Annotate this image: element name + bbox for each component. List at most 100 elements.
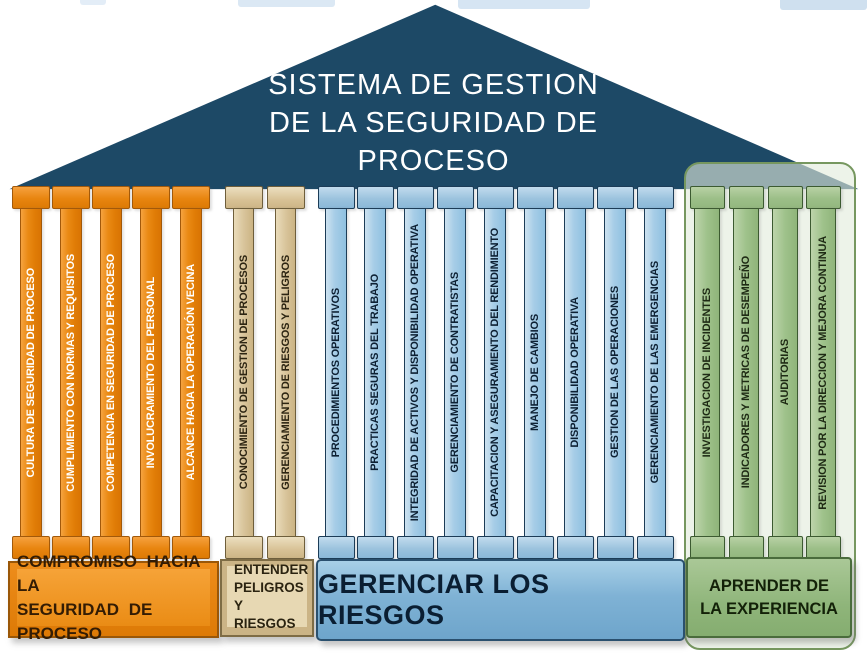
pillar-capital (318, 186, 355, 209)
pillar-label: REVISION POR LA DIRECCION Y MEJORA CONTI… (817, 235, 829, 510)
pillar: ALCANCE HACIA LA OPERACIÓN VECINA (172, 186, 210, 559)
title-line: SISTEMA DE GESTION (268, 69, 599, 101)
pillar-label: COMPETENCIA EN SEGURIDAD DE PROCESO (105, 253, 117, 492)
pillar-shaft: GERENCIAMIENTO DE RIESGOS Y PELIGROS (275, 208, 296, 537)
pillar-label: ALCANCE HACIA LA OPERACIÓN VECINA (185, 264, 197, 481)
pillar-label: GERENCIAMIENTO DE LAS EMERGENCIAS (649, 261, 661, 484)
screenshot-artifact (238, 0, 335, 7)
pillar: PROCEDIMIENTOS OPERATIVOS (318, 186, 355, 559)
pillar-plinth (806, 536, 841, 559)
screenshot-artifact (458, 0, 590, 9)
base-label-line: RIESGOS (234, 615, 296, 631)
pillar-capital (92, 186, 130, 209)
base-label-line: COMPROMISO HACIA LA (17, 551, 200, 595)
pillar: INVESTIGACION DE INCIDENTES (690, 186, 725, 559)
screenshot-artifact (80, 0, 106, 5)
pillar-capital (477, 186, 514, 209)
pillar-capital (806, 186, 841, 209)
pillar: INVOLUCRAMIENTO DEL PERSONAL (132, 186, 170, 559)
base-label-line: LA EXPERIENCIA (700, 599, 838, 618)
pillar: GERENCIAMIENTO DE LAS EMERGENCIAS (637, 186, 674, 559)
title-line: DE LA SEGURIDAD DE (268, 107, 599, 139)
pillar: GERENCIAMIENTO DE CONTRATISTAS (437, 186, 474, 559)
pillar-shaft: GERENCIAMIENTO DE LAS EMERGENCIAS (644, 208, 666, 537)
pillar-capital (768, 186, 803, 209)
pillar-plinth (637, 536, 674, 559)
pillar-shaft: ALCANCE HACIA LA OPERACIÓN VECINA (180, 208, 202, 537)
base-compromiso: COMPROMISO HACIA LA SEGURIDAD DE PROCESO (8, 552, 219, 643)
pillar-shaft: GERENCIAMIENTO DE CONTRATISTAS (444, 208, 466, 537)
pillar-capital (597, 186, 634, 209)
pillar-label: PROCEDIMIENTOS OPERATIVOS (330, 287, 342, 458)
pillar: GESTION DE LAS OPERACIONES (597, 186, 634, 559)
base-label-line: GERENCIAR LOS RIESGOS (318, 569, 550, 630)
pillar: COMPETENCIA EN SEGURIDAD DE PROCESO (92, 186, 130, 559)
pillar-shaft: PRACTICAS SEGURAS DEL TRABAJO (364, 208, 386, 537)
pillar-plinth (477, 536, 514, 559)
pillar: REVISION POR LA DIRECCION Y MEJORA CONTI… (806, 186, 841, 559)
pillar: GERENCIAMIENTO DE RIESGOS Y PELIGROS (267, 186, 305, 559)
base-label-line: PELIGROS Y (234, 579, 304, 613)
pillar-capital (267, 186, 305, 209)
base-aprender: APRENDER DE LA EXPERIENCIA (686, 557, 852, 638)
pillar-plinth (768, 536, 803, 559)
pillar-plinth (557, 536, 594, 559)
pillar-shaft: CUMPLIMIENTO CON NORMAS Y REQUISITOS (60, 208, 82, 537)
pillar-shaft: MANEJO DE CAMBIOS (524, 208, 546, 537)
screenshot-artifact (780, 0, 867, 10)
pillar-label: GERENCIAMIENTO DE RIESGOS Y PELIGROS (279, 255, 292, 490)
pillar-shaft: DISPONIBILIDAD OPERATIVA (564, 208, 586, 537)
pillar-capital (557, 186, 594, 209)
base-label-line: APRENDER DE (708, 576, 830, 595)
pillar-label: INVESTIGACION DE INCIDENTES (701, 287, 713, 458)
pillar-plinth (92, 536, 130, 559)
pillar-plinth (597, 536, 634, 559)
pillar-shaft: PROCEDIMIENTOS OPERATIVOS (325, 208, 347, 537)
pillar-label: GESTION DE LAS OPERACIONES (609, 286, 621, 459)
pillar-plinth (397, 536, 434, 559)
pillar-capital (690, 186, 725, 209)
pillar-capital (225, 186, 263, 209)
pillar: AUDITORIAS (768, 186, 803, 559)
base-inner-panel: COMPROMISO HACIA LA SEGURIDAD DE PROCESO (17, 552, 210, 643)
pillar: CAPACITACION Y ASEGURAMIENTO DEL RENDIMI… (477, 186, 514, 559)
pillar-capital (437, 186, 474, 209)
pillar-capital (517, 186, 554, 209)
pillar-shaft: COMPETENCIA EN SEGURIDAD DE PROCESO (100, 208, 122, 537)
pillar-shaft: CULTURA DE SEGURIDAD DE PROCESO (20, 208, 42, 537)
pillar-shaft: INTEGRIDAD DE ACTIVOS Y DISPONIBILIDAD O… (404, 208, 426, 537)
pillar-plinth (729, 536, 764, 559)
pillar: CUMPLIMIENTO CON NORMAS Y REQUISITOS (52, 186, 90, 559)
pillar-plinth (517, 536, 554, 559)
pillar-capital (12, 186, 50, 209)
pillar-plinth (357, 536, 394, 559)
pillar-shaft: CAPACITACION Y ASEGURAMIENTO DEL RENDIMI… (484, 208, 506, 537)
pillar-label: INVOLUCRAMIENTO DEL PERSONAL (145, 276, 157, 469)
pillar-capital (637, 186, 674, 209)
pillar-plinth (225, 536, 263, 559)
pillar-label: GERENCIAMIENTO DE CONTRATISTAS (449, 272, 461, 473)
pillar-capital (52, 186, 90, 209)
pillar: INTEGRIDAD DE ACTIVOS Y DISPONIBILIDAD O… (397, 186, 434, 559)
pillar-label: INTEGRIDAD DE ACTIVOS Y DISPONIBILIDAD O… (409, 223, 421, 522)
pillar-label: CUMPLIMIENTO CON NORMAS Y REQUISITOS (65, 253, 77, 492)
pillar-label: DISPONIBILIDAD OPERATIVA (569, 297, 581, 448)
diagram-title: SISTEMA DE GESTION DE LA SEGURIDAD DE PR… (0, 66, 867, 180)
pillar: CULTURA DE SEGURIDAD DE PROCESO (12, 186, 50, 559)
pillar-label: AUDITORIAS (779, 339, 791, 406)
pillar-plinth (132, 536, 170, 559)
pillar-plinth (318, 536, 355, 559)
pillar-shaft: INVOLUCRAMIENTO DEL PERSONAL (140, 208, 162, 537)
pillar-shaft: AUDITORIAS (772, 208, 798, 537)
pillar-label: CAPACITACION Y ASEGURAMIENTO DEL RENDIMI… (489, 228, 501, 517)
pillar-plinth (267, 536, 305, 559)
base-label-line: SEGURIDAD DE PROCESO (17, 599, 153, 643)
pillar-shaft: REVISION POR LA DIRECCION Y MEJORA CONTI… (810, 208, 836, 537)
pillar-capital (397, 186, 434, 209)
pillar-label: CULTURA DE SEGURIDAD DE PROCESO (25, 267, 37, 478)
pillar-label: INDICADORES Y METRICAS DE DESEMPEÑO (740, 256, 752, 489)
pillar-plinth (12, 536, 50, 559)
base-inner-panel: ENTENDER PELIGROS Y RIESGOS (227, 562, 308, 631)
pillar-shaft: INDICADORES Y METRICAS DE DESEMPEÑO (733, 208, 759, 537)
